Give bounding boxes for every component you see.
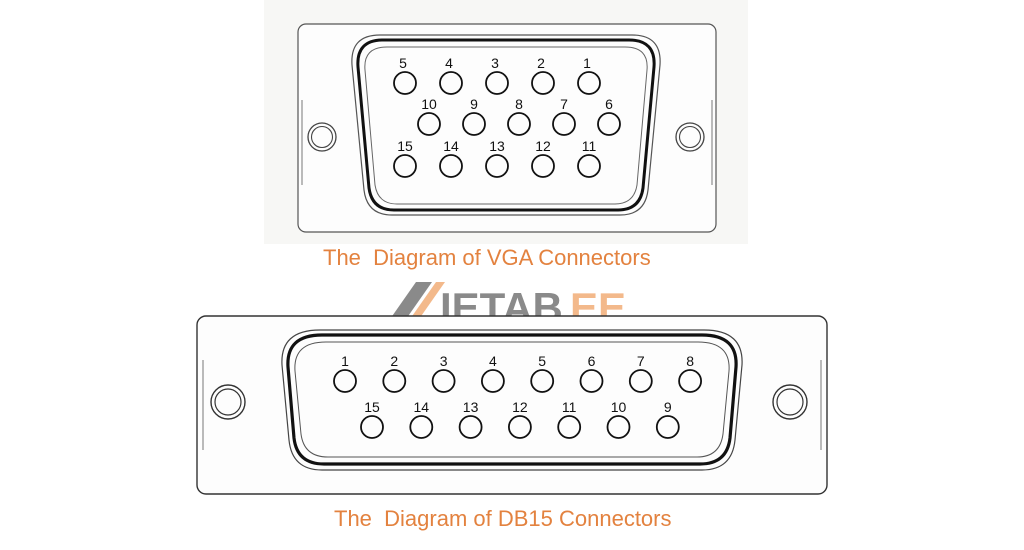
vga-pin-label-13: 13 xyxy=(489,138,505,154)
vga-pin-9 xyxy=(462,112,486,136)
vga-pin-10 xyxy=(417,112,441,136)
db15-pin-6 xyxy=(579,369,604,393)
vga-pin-label-3: 3 xyxy=(491,55,499,71)
vga-pin-label-12: 12 xyxy=(535,138,551,154)
vga-pin-label-9: 9 xyxy=(470,96,478,112)
db15-pin-label-15: 15 xyxy=(364,399,380,415)
db15-pin-7 xyxy=(628,369,653,393)
db15-pin-10 xyxy=(606,415,631,439)
db15-mount-hole-left xyxy=(210,384,246,420)
db15-pin-1 xyxy=(333,369,357,393)
vga-d-shell-inner xyxy=(364,46,648,205)
vga-pin-label-6: 6 xyxy=(605,96,613,112)
db15-pin-label-11: 11 xyxy=(562,399,577,415)
vga-pin-label-1: 1 xyxy=(583,55,591,71)
db15-pin-label-3: 3 xyxy=(440,353,448,369)
vga-d-shell-outer xyxy=(351,34,661,216)
db15-pin-2 xyxy=(382,369,407,393)
db15-pin-13 xyxy=(458,415,483,439)
db15-d-shell-outer xyxy=(281,329,743,471)
db15-pin-3 xyxy=(431,369,456,393)
vga-pin-1 xyxy=(577,71,601,95)
db15-caption: The Diagram of DB15 Connectors xyxy=(334,506,672,531)
vga-pin-label-10: 10 xyxy=(421,96,437,112)
vga-pin-5 xyxy=(393,71,417,95)
db15-pin-label-6: 6 xyxy=(588,353,596,369)
db15-pin-9 xyxy=(655,415,680,439)
vga-mount-hole-left xyxy=(307,122,337,152)
db15-pin-label-12: 12 xyxy=(512,399,528,415)
vga-pin-12 xyxy=(531,154,555,178)
vga-pin-4 xyxy=(439,71,463,95)
db15-pin-4 xyxy=(480,369,505,393)
vga-pin-6 xyxy=(597,112,621,136)
vga-pin-label-15: 15 xyxy=(397,138,413,154)
db15-pin-15 xyxy=(360,415,384,439)
vga-pin-label-7: 7 xyxy=(560,96,568,112)
vga-caption: The Diagram of VGA Connectors xyxy=(323,245,651,270)
db15-d-shell-mid xyxy=(286,333,738,466)
vga-shell xyxy=(297,23,717,233)
db15-shell xyxy=(196,315,828,495)
db15-pin-8 xyxy=(678,369,702,393)
logo-slash-1 xyxy=(388,282,432,322)
db15-mount-hole-right xyxy=(772,384,808,420)
vga-pin-3 xyxy=(485,71,509,95)
db15-pin-label-2: 2 xyxy=(390,353,398,369)
db15-d-shell-inner xyxy=(294,341,730,458)
db15-pin-label-1: 1 xyxy=(341,353,349,369)
vga-pin-11 xyxy=(577,154,601,178)
vga-pin-label-8: 8 xyxy=(515,96,523,112)
vga-connector: 5 4 3 2 1 10 9 8 7 6 15 14 13 12 11 xyxy=(297,23,717,233)
db15-pin-11 xyxy=(557,415,582,439)
db15-pin-label-9: 9 xyxy=(664,399,672,415)
vga-mount-hole-right xyxy=(675,122,705,152)
db15-pin-14 xyxy=(409,415,434,439)
vga-d-shell-mid xyxy=(356,38,656,212)
db15-pin-label-10: 10 xyxy=(611,399,627,415)
vga-pin-14 xyxy=(439,154,463,178)
db15-pin-label-8: 8 xyxy=(686,353,694,369)
vga-pin-7 xyxy=(552,112,576,136)
vga-pin-label-4: 4 xyxy=(445,55,453,71)
vga-pin-15 xyxy=(393,154,417,178)
db15-pin-5 xyxy=(530,369,555,393)
db15-pin-12 xyxy=(508,415,532,439)
vga-pin-label-5: 5 xyxy=(399,55,407,71)
vga-pins: 5 4 3 2 1 10 9 8 7 6 15 14 13 12 11 xyxy=(393,55,621,178)
vga-pin-label-14: 14 xyxy=(443,138,459,154)
vga-pin-8 xyxy=(507,112,531,136)
vga-pin-label-2: 2 xyxy=(537,55,545,71)
vga-pin-label-11: 11 xyxy=(582,138,597,154)
db15-pin-label-5: 5 xyxy=(538,353,546,369)
logo-slash-2 xyxy=(408,282,445,322)
db15-pin-label-7: 7 xyxy=(637,353,645,369)
db15-pin-label-14: 14 xyxy=(414,399,430,415)
db15-pin-label-13: 13 xyxy=(463,399,479,415)
db15-pin-label-4: 4 xyxy=(489,353,497,369)
vga-pin-2 xyxy=(531,71,555,95)
vga-pin-13 xyxy=(485,154,509,178)
